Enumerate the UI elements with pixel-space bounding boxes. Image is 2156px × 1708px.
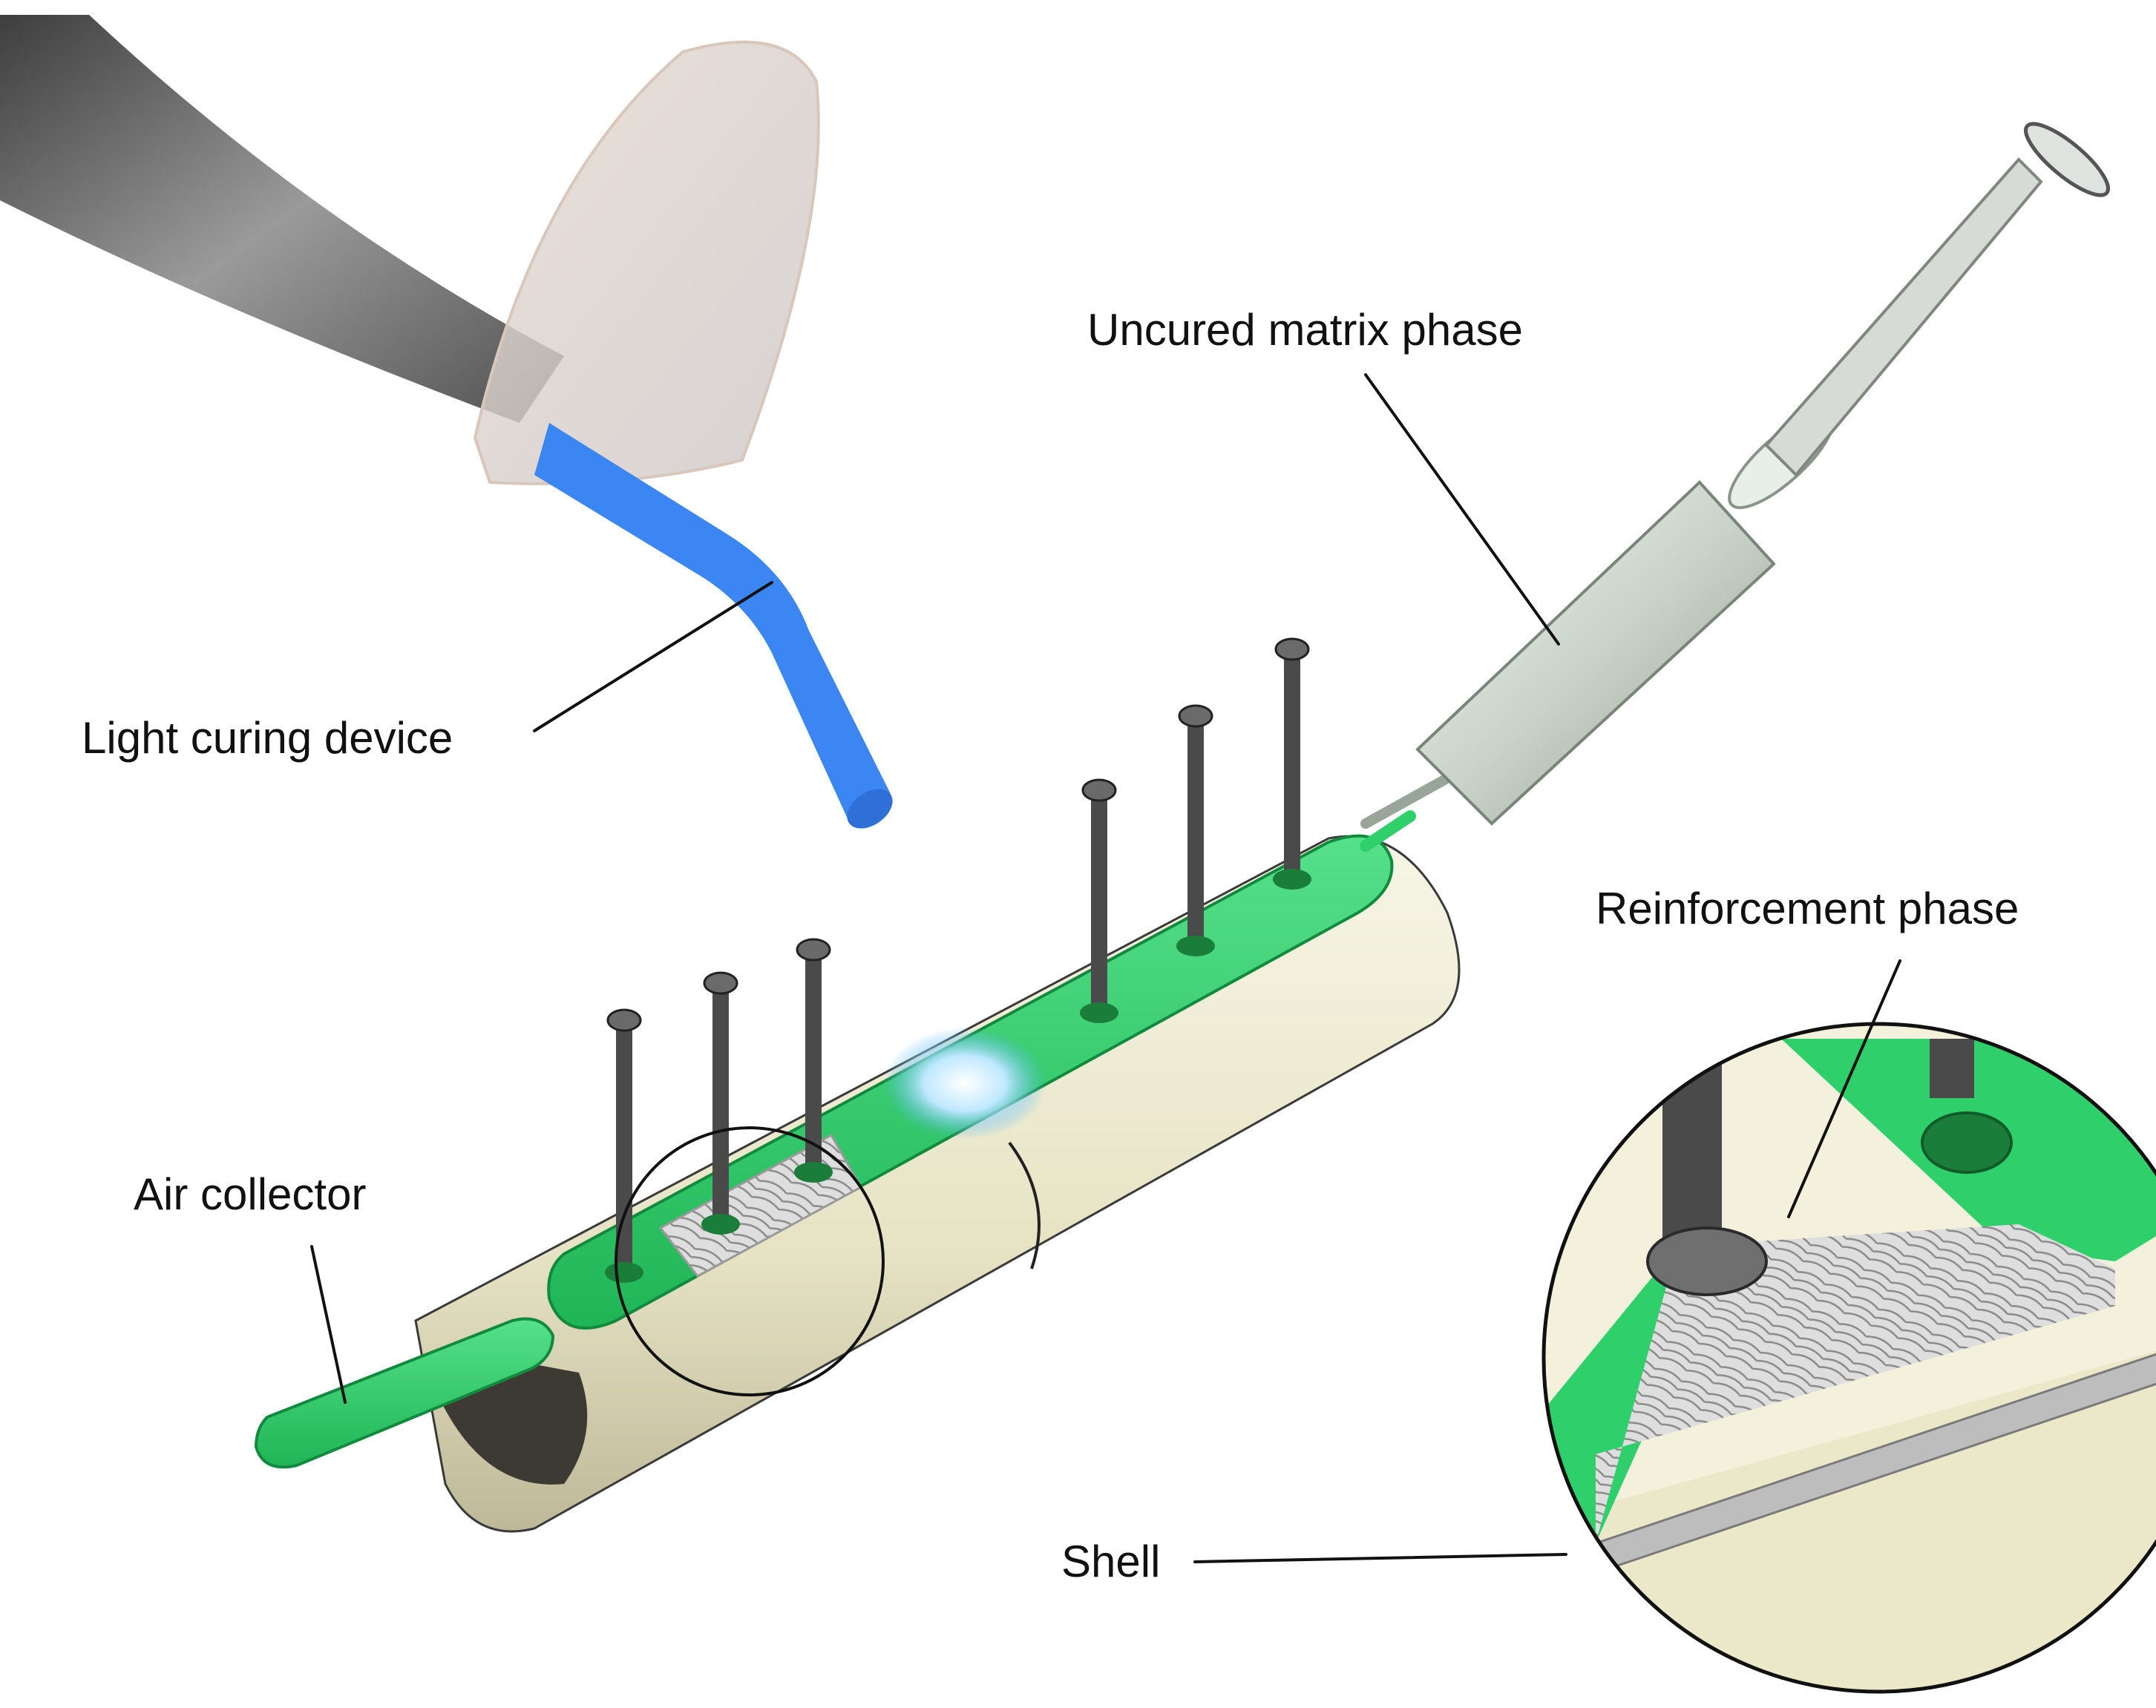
bone-screw-icon [1080, 778, 1118, 1023]
annotations: Uncured matrix phase Light curing device… [82, 305, 2019, 1586]
light-guide [534, 423, 891, 824]
fracture-line [1008, 1141, 1041, 1269]
syringe-plunger-head [2024, 122, 2110, 197]
bone-body [414, 835, 1461, 1533]
syringe-icon [1360, 122, 2110, 829]
leader-uncured-matrix [1364, 373, 1560, 646]
light-guide-tip [847, 789, 893, 829]
label-uncured-matrix: Uncured matrix phase [1087, 305, 1523, 355]
light-glow [883, 1028, 1046, 1139]
bone-screw-icon [794, 938, 833, 1183]
syringe-barrel [1415, 480, 1776, 826]
screws [605, 637, 1311, 1283]
shell-plate [254, 810, 1416, 1469]
magnify-circle-small [615, 1126, 885, 1396]
zoom-reinforcement [1596, 1224, 2115, 1543]
bone-screw-icon [605, 1008, 643, 1283]
syringe-plunger [1764, 157, 2043, 477]
plate-nozzle [1360, 810, 1416, 852]
light-curing-device-icon [0, 15, 893, 829]
zoom-bone-shading [1544, 1336, 2156, 1692]
bone-screw-icon [1176, 704, 1215, 956]
leader-light-curing [533, 581, 773, 732]
air-collector [254, 1317, 555, 1469]
zoom-border [1541, 1022, 2156, 1694]
device-shield [473, 40, 820, 485]
label-reinforcement: Reinforcement phase [1596, 884, 2019, 933]
bone-screw-icon [1273, 637, 1311, 890]
leader-air-collector [310, 1245, 347, 1404]
label-light-curing: Light curing device [82, 713, 453, 763]
leader-reinforcement [1787, 959, 1901, 1218]
bone-screw-icon [701, 971, 740, 1235]
leader-shell [1193, 1553, 1567, 1563]
label-shell: Shell [1061, 1537, 1160, 1586]
zoom-inset [1541, 1022, 2156, 1694]
device-handle [0, 15, 564, 423]
bone-screw-icon [1921, 1039, 2013, 1174]
label-air-collector: Air collector [134, 1169, 366, 1219]
